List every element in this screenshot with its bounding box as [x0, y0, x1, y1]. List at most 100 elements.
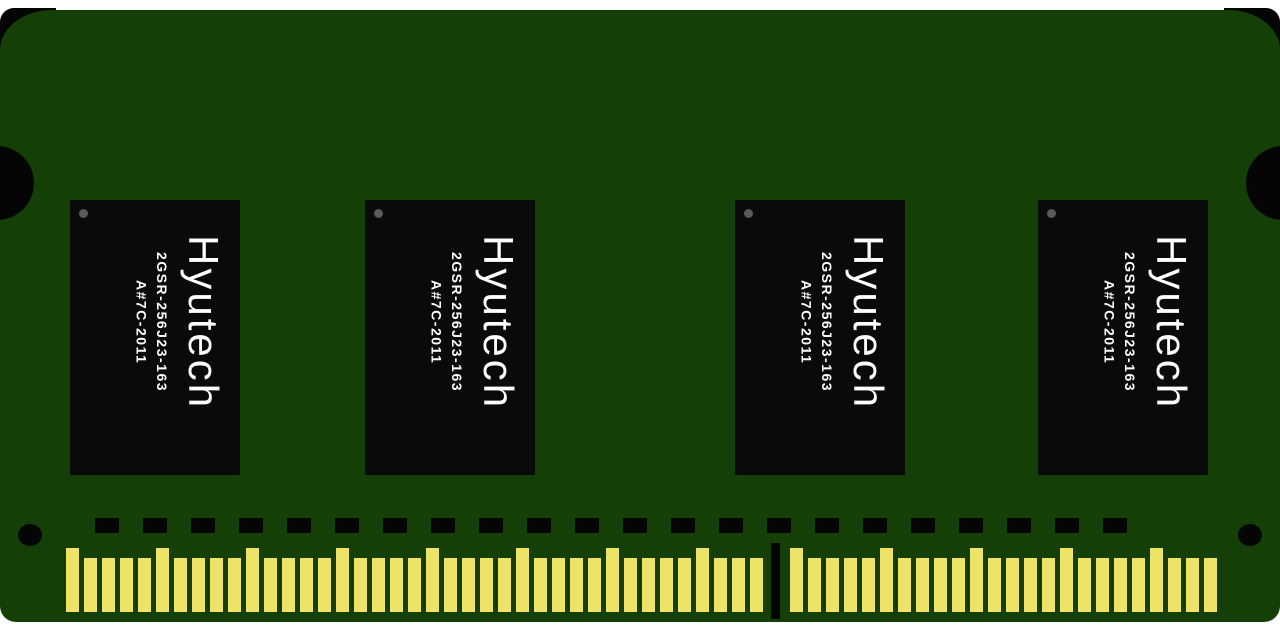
connector-pin	[970, 548, 983, 612]
smd-component	[191, 518, 215, 533]
connector-pin	[1042, 558, 1055, 612]
connector-pin	[844, 558, 857, 612]
connector-pin	[282, 558, 295, 612]
smd-component	[1055, 518, 1079, 533]
connector-pin	[624, 558, 637, 612]
smd-component	[143, 518, 167, 533]
chip-revision-text: A#7C-2011	[428, 280, 445, 365]
memory-chip: Hyutech 2GSR-256J23-163 A#7C-2011	[735, 200, 905, 475]
chip-label: Hyutech 2GSR-256J23-163 A#7C-2011	[735, 200, 905, 475]
connector-pin	[696, 548, 709, 612]
connector-pin	[318, 558, 331, 612]
smd-component	[287, 518, 311, 533]
connector-pin	[156, 548, 169, 612]
smd-component-row	[95, 518, 1127, 533]
chip-model-text: 2GSR-256J23-163	[818, 252, 835, 393]
chip-label: Hyutech 2GSR-256J23-163 A#7C-2011	[365, 200, 535, 475]
connector-pin	[934, 558, 947, 612]
chip-revision-text: A#7C-2011	[133, 280, 150, 365]
connector-pin	[606, 548, 619, 612]
smd-component	[335, 518, 359, 533]
connector-pin	[120, 558, 133, 612]
chip-model-text: 2GSR-256J23-163	[448, 252, 465, 393]
connector-pin	[1186, 558, 1199, 612]
connector-pin	[678, 558, 691, 612]
connector-pin	[916, 558, 929, 612]
connector-key-notch	[771, 543, 780, 619]
chip-brand-text: Hyutech	[475, 234, 522, 411]
connector-pin	[336, 548, 349, 612]
chip-brand-text: Hyutech	[1148, 234, 1195, 411]
connector-pin	[426, 548, 439, 612]
smd-component	[959, 518, 983, 533]
smd-component	[815, 518, 839, 533]
connector-pin	[372, 558, 385, 612]
connector-pin	[1060, 548, 1073, 612]
connector-pin	[750, 558, 763, 612]
memory-chip: Hyutech 2GSR-256J23-163 A#7C-2011	[365, 200, 535, 475]
connector-pin	[354, 558, 367, 612]
edge-connector-pins-right	[790, 548, 1217, 612]
chip-label: Hyutech 2GSR-256J23-163 A#7C-2011	[1038, 200, 1208, 475]
smd-component	[863, 518, 887, 533]
connector-pin	[498, 558, 511, 612]
connector-pin	[808, 558, 821, 612]
smd-component	[431, 518, 455, 533]
connector-pin	[1114, 558, 1127, 612]
pin1-indicator-dot	[1047, 209, 1056, 218]
connector-pin	[862, 558, 875, 612]
connector-pin	[1150, 548, 1163, 612]
connector-pin	[534, 558, 547, 612]
connector-pin	[444, 558, 457, 612]
smd-component	[239, 518, 263, 533]
connector-pin	[66, 548, 79, 612]
smd-component	[1103, 518, 1127, 533]
memory-chip: Hyutech 2GSR-256J23-163 A#7C-2011	[1038, 200, 1208, 475]
pin1-indicator-dot	[374, 209, 383, 218]
connector-pin	[1078, 558, 1091, 612]
smd-component	[719, 518, 743, 533]
connector-pin	[174, 558, 187, 612]
connector-pin	[246, 548, 259, 612]
connector-pin	[516, 548, 529, 612]
memory-chip: Hyutech 2GSR-256J23-163 A#7C-2011	[70, 200, 240, 475]
edge-connector-pins-left	[66, 548, 763, 612]
connector-pin	[264, 558, 277, 612]
connector-pin	[408, 558, 421, 612]
connector-pin	[462, 558, 475, 612]
connector-pin	[826, 558, 839, 612]
connector-pin	[790, 548, 803, 612]
connector-pin	[1024, 558, 1037, 612]
connector-pin	[952, 558, 965, 612]
connector-pin	[588, 558, 601, 612]
oval-hole-right	[1238, 524, 1262, 546]
connector-pin	[84, 558, 97, 612]
smd-component	[383, 518, 407, 533]
connector-pin	[642, 558, 655, 612]
connector-pin	[714, 558, 727, 612]
connector-pin	[1204, 558, 1217, 612]
connector-pin	[192, 558, 205, 612]
chip-brand-text: Hyutech	[180, 234, 227, 411]
smd-component	[479, 518, 503, 533]
connector-pin	[552, 558, 565, 612]
connector-pin	[300, 558, 313, 612]
connector-pin	[102, 558, 115, 612]
connector-pin	[660, 558, 673, 612]
connector-pin	[988, 558, 1001, 612]
chip-model-text: 2GSR-256J23-163	[1121, 252, 1138, 393]
connector-pin	[1096, 558, 1109, 612]
connector-pin	[390, 558, 403, 612]
smd-component	[767, 518, 791, 533]
connector-pin	[138, 558, 151, 612]
connector-pin	[210, 558, 223, 612]
chip-brand-text: Hyutech	[845, 234, 892, 411]
chip-revision-text: A#7C-2011	[1101, 280, 1118, 365]
oval-hole-left	[18, 524, 42, 546]
connector-pin	[732, 558, 745, 612]
connector-pin	[228, 558, 241, 612]
chip-label: Hyutech 2GSR-256J23-163 A#7C-2011	[70, 200, 240, 475]
smd-component	[1007, 518, 1031, 533]
smd-component	[671, 518, 695, 533]
